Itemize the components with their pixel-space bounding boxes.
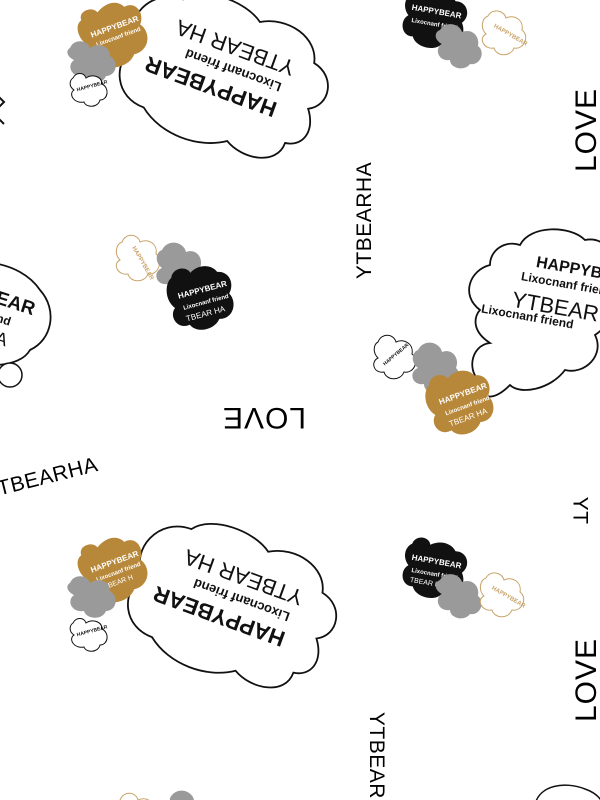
love-word-top-right: LOVE bbox=[570, 87, 600, 173]
small-bears-top-left: HAPPYBEAR Lixocnanf friend HAPPYBEAR bbox=[60, 0, 170, 140]
love-word-center: LOVE bbox=[222, 401, 307, 434]
small-bears-top-right: HAPPYBEAR Lixocnanf friend HAPPYBEAR bbox=[400, 0, 550, 90]
ytbearha-word-right-edge: YT bbox=[568, 496, 592, 525]
love-word-bottom-right: LOVE bbox=[570, 637, 600, 723]
ytbearha-word-bottom: YTBEARHA bbox=[365, 711, 389, 800]
bear-cloud-motif-left-edge: BEAR friend HA bbox=[0, 250, 60, 390]
ytbearha-word-left: YTBEARHA bbox=[0, 453, 101, 504]
svg-text:HA: HA bbox=[0, 324, 10, 351]
ytbearha-word-upper: YTBEARHA bbox=[353, 161, 377, 280]
bear-cloud-motif-right: HAPPYBEAR Lixocnanf friend YTBEAR HA Lix… bbox=[370, 225, 600, 415]
partial-bear-bottom bbox=[110, 780, 210, 800]
partial-cloud-bottom-right bbox=[525, 775, 600, 800]
small-bears-bottom-left: HAPPYBEAR Lixocnanf friend YTBEAR H HAPP… bbox=[60, 535, 170, 675]
partial-cloud-left-bottom bbox=[0, 630, 10, 690]
bear-cloud-motif-top-left: HAPPYBEAR Lixocnanf friend YTBEAR HA bbox=[60, 0, 350, 160]
small-bears-right-middle: HAPPYBEAR HAPPYBEAR Lixocnanf friend TBE… bbox=[370, 330, 510, 435]
small-bears-bottom-right: HAPPYBEAR Lixocnanf friend TBEAR H HAPPY… bbox=[400, 537, 550, 640]
bear-cloud-motif-bottom-left: HAPPYBEAR Lixocnanf friend YTBEAR HA bbox=[60, 500, 350, 690]
partial-mark-top-left bbox=[0, 90, 14, 130]
small-bears-center: HAPPYBEAR HAPPYBEAR Lixocnanf friend TBE… bbox=[110, 230, 250, 340]
